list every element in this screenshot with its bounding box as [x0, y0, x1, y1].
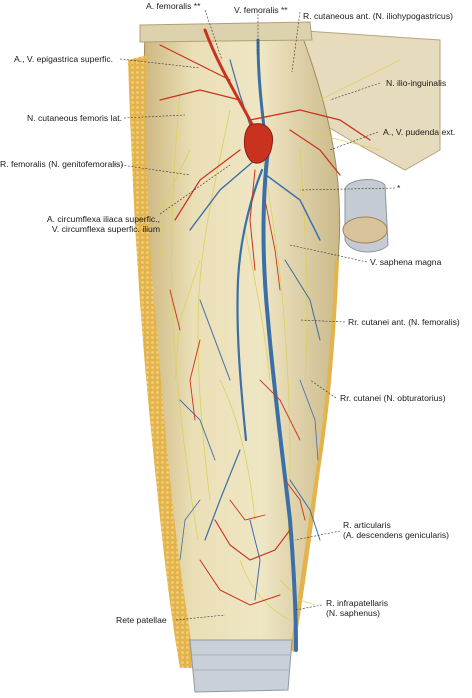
- vein-network: [179, 38, 321, 652]
- label-rr-cutanei-ant: Rr. cutanei ant. (N. femoralis): [348, 317, 460, 327]
- label-rr-cutanei-obt: Rr. cutanei (N. obturatorius): [340, 393, 446, 403]
- label-a-circumflexa: A. circumflexa iliaca superfic., V. circ…: [46, 214, 160, 234]
- top-fold: [139, 21, 313, 43]
- nerve-network: [159, 59, 401, 621]
- label-asterisk: *: [397, 183, 401, 193]
- label-a-v-pudenda: A., V. pudenda ext.: [383, 127, 456, 137]
- label-a-v-epigastrica: A., V. epigastrica superfic.: [14, 54, 114, 64]
- label-r-articularis: R. articularis (A. descendens geniculari…: [343, 520, 450, 540]
- label-rete-patellae: Rete patellae: [116, 615, 167, 625]
- label-a-femoralis: A. femoralis **: [146, 1, 201, 11]
- label-n-ilio-inguinalis: N. ilio-inguinalis: [386, 78, 447, 88]
- fat-border-right: [290, 260, 339, 652]
- femoral-junction: [243, 123, 274, 164]
- label-r-infrapatellaris: R. infrapatellaris (N. saphenus): [326, 598, 389, 618]
- fat-border-left: [128, 55, 195, 668]
- label-r-cutaneous-ant: R. cutaneous ant. (N. iliohypogastricus): [303, 11, 453, 21]
- leader-lines: [113, 9, 396, 621]
- label-r-femoralis: R. femoralis (N. genitofemoralis): [0, 159, 124, 169]
- label-v-saphena-magna: V. saphena magna: [370, 257, 442, 267]
- label-n-cutaneous-femoris: N. cutaneous femoris lat.: [27, 113, 123, 123]
- scrotum: [342, 216, 388, 244]
- label-v-femoralis: V. femoralis **: [234, 5, 288, 15]
- artery-network: [159, 28, 371, 606]
- vena-saphena-magna: [261, 148, 298, 652]
- bottom-bandage: [189, 639, 293, 693]
